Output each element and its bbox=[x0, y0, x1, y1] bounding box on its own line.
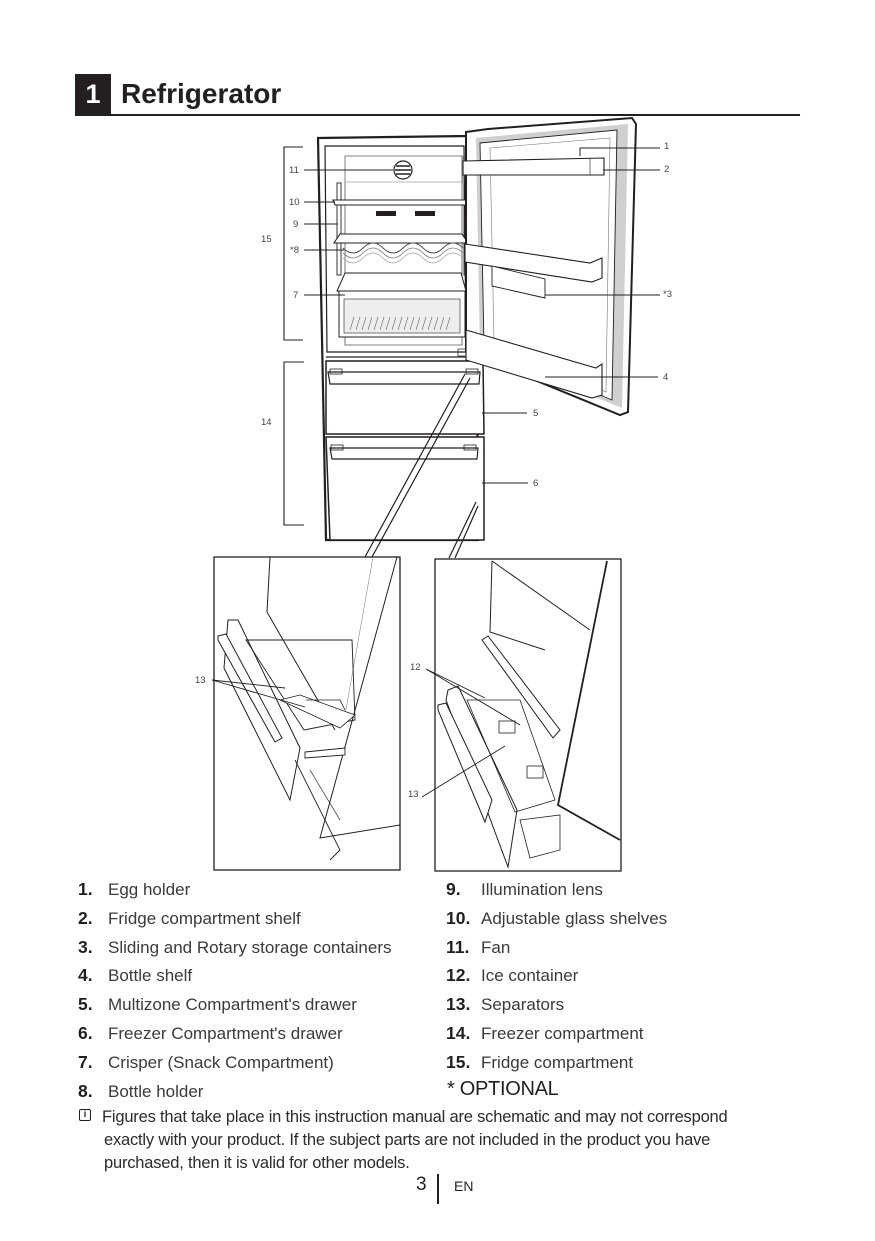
info-icon: i bbox=[79, 1109, 91, 1121]
callout-10: 10 bbox=[289, 197, 300, 208]
legend-item: 8. Bottle holder bbox=[78, 1080, 203, 1102]
legend-label: Bottle shelf bbox=[108, 966, 193, 985]
legend-label: Fridge compartment bbox=[481, 1053, 634, 1072]
legend-label: Sliding and Rotary storage containers bbox=[108, 938, 392, 957]
legend-label: Freezer compartment bbox=[481, 1024, 644, 1043]
legend-item: 11. Fan bbox=[446, 936, 510, 958]
legend-label: Freezer Compartment's drawer bbox=[108, 1024, 343, 1043]
legend-number: 7. bbox=[78, 1052, 93, 1072]
callout-7: 7 bbox=[293, 290, 298, 301]
footer-divider bbox=[437, 1174, 439, 1204]
bracket-15 bbox=[283, 146, 303, 341]
legend-label: Multizone Compartment's drawer bbox=[108, 995, 357, 1014]
zoom-lines bbox=[364, 373, 479, 559]
callout-2: 2 bbox=[664, 164, 669, 175]
legend-item: 15. Fridge compartment bbox=[446, 1051, 633, 1073]
legend-item: 2. Fridge compartment shelf bbox=[78, 907, 301, 929]
callout-15: 15 bbox=[261, 234, 272, 245]
section-number: 1 bbox=[75, 74, 111, 114]
legend-number: 5. bbox=[78, 994, 93, 1014]
legend-number: 12. bbox=[446, 965, 471, 985]
callout-6: 6 bbox=[533, 478, 538, 489]
callout-12: 12 bbox=[410, 662, 421, 673]
legend-item: 13. Separators bbox=[446, 993, 564, 1015]
refrigerator-diagram: 1 2 *3 4 5 6 7 *8 9 10 11 15 14 13 bbox=[195, 116, 672, 872]
legend-label: Adjustable glass shelves bbox=[481, 909, 668, 928]
legend-number: 2. bbox=[78, 908, 93, 928]
legend-label: Fridge compartment shelf bbox=[108, 909, 301, 928]
fridge-door bbox=[462, 116, 638, 417]
legend-item: 4. Bottle shelf bbox=[78, 964, 192, 986]
callout-13-right: 13 bbox=[408, 789, 419, 800]
legend-item: 1. Egg holder bbox=[78, 878, 190, 900]
legend-number: 10. bbox=[446, 908, 471, 928]
legend-number: 3. bbox=[78, 937, 93, 957]
legend-number: 9. bbox=[446, 879, 461, 899]
legend-label: Illumination lens bbox=[481, 880, 603, 899]
legend-item: 9. Illumination lens bbox=[446, 878, 603, 900]
legend-number: 8. bbox=[78, 1081, 93, 1101]
callout-13-left: 13 bbox=[195, 675, 206, 686]
legend-label: Ice container bbox=[481, 966, 579, 985]
legend-number: 13. bbox=[446, 994, 471, 1014]
legend-label: Egg holder bbox=[108, 880, 191, 899]
legend-item: 6. Freezer Compartment's drawer bbox=[78, 1022, 343, 1044]
callout-1: 1 bbox=[664, 141, 669, 152]
note-line-3: purchased, then it is valid for other mo… bbox=[104, 1154, 410, 1172]
legend-number: 11. bbox=[446, 937, 470, 957]
callout-3: *3 bbox=[663, 289, 672, 300]
detail-panel-left bbox=[211, 556, 401, 871]
section-title: Refrigerator bbox=[121, 78, 282, 109]
fridge-body bbox=[316, 130, 485, 542]
legend-number: 4. bbox=[78, 965, 93, 985]
note-line-2: exactly with your product. If the subjec… bbox=[104, 1131, 711, 1149]
callout-14: 14 bbox=[261, 417, 272, 428]
legend-label: Separators bbox=[481, 995, 565, 1014]
legend-item: 5. Multizone Compartment's drawer bbox=[78, 993, 357, 1015]
legend-label: Fan bbox=[481, 938, 511, 957]
legend-label: Bottle holder bbox=[108, 1082, 204, 1101]
bracket-14 bbox=[283, 361, 304, 526]
page-number: 3 bbox=[416, 1174, 427, 1195]
legend-number: 15. bbox=[446, 1052, 471, 1072]
legend-number: 14. bbox=[446, 1023, 471, 1043]
language-code: EN bbox=[454, 1178, 474, 1194]
legend-number: 1. bbox=[78, 879, 93, 899]
disclaimer-note: Figures that take place in this instruct… bbox=[102, 1106, 784, 1175]
note-line-1: Figures that take place in this instruct… bbox=[102, 1108, 728, 1126]
legend-item: 12. Ice container bbox=[446, 964, 578, 986]
callout-9: 9 bbox=[293, 219, 298, 230]
section-header: 1 Refrigerator bbox=[75, 74, 800, 116]
callout-8: *8 bbox=[290, 245, 299, 256]
detail-panel-right bbox=[421, 558, 622, 872]
callout-4: 4 bbox=[663, 372, 668, 383]
leader-lines bbox=[304, 147, 660, 484]
callout-5: 5 bbox=[533, 408, 538, 419]
optional-note: * OPTIONAL bbox=[447, 1078, 559, 1100]
legend-item: 14. Freezer compartment bbox=[446, 1022, 644, 1044]
legend-item: 10. Adjustable glass shelves bbox=[446, 907, 667, 929]
legend-label: Crisper (Snack Compartment) bbox=[108, 1053, 334, 1072]
callout-11: 11 bbox=[289, 165, 299, 176]
legend-item: 7. Crisper (Snack Compartment) bbox=[78, 1051, 334, 1073]
legend-number: 6. bbox=[78, 1023, 93, 1043]
legend-item: 3. Sliding and Rotary storage containers bbox=[78, 936, 392, 958]
